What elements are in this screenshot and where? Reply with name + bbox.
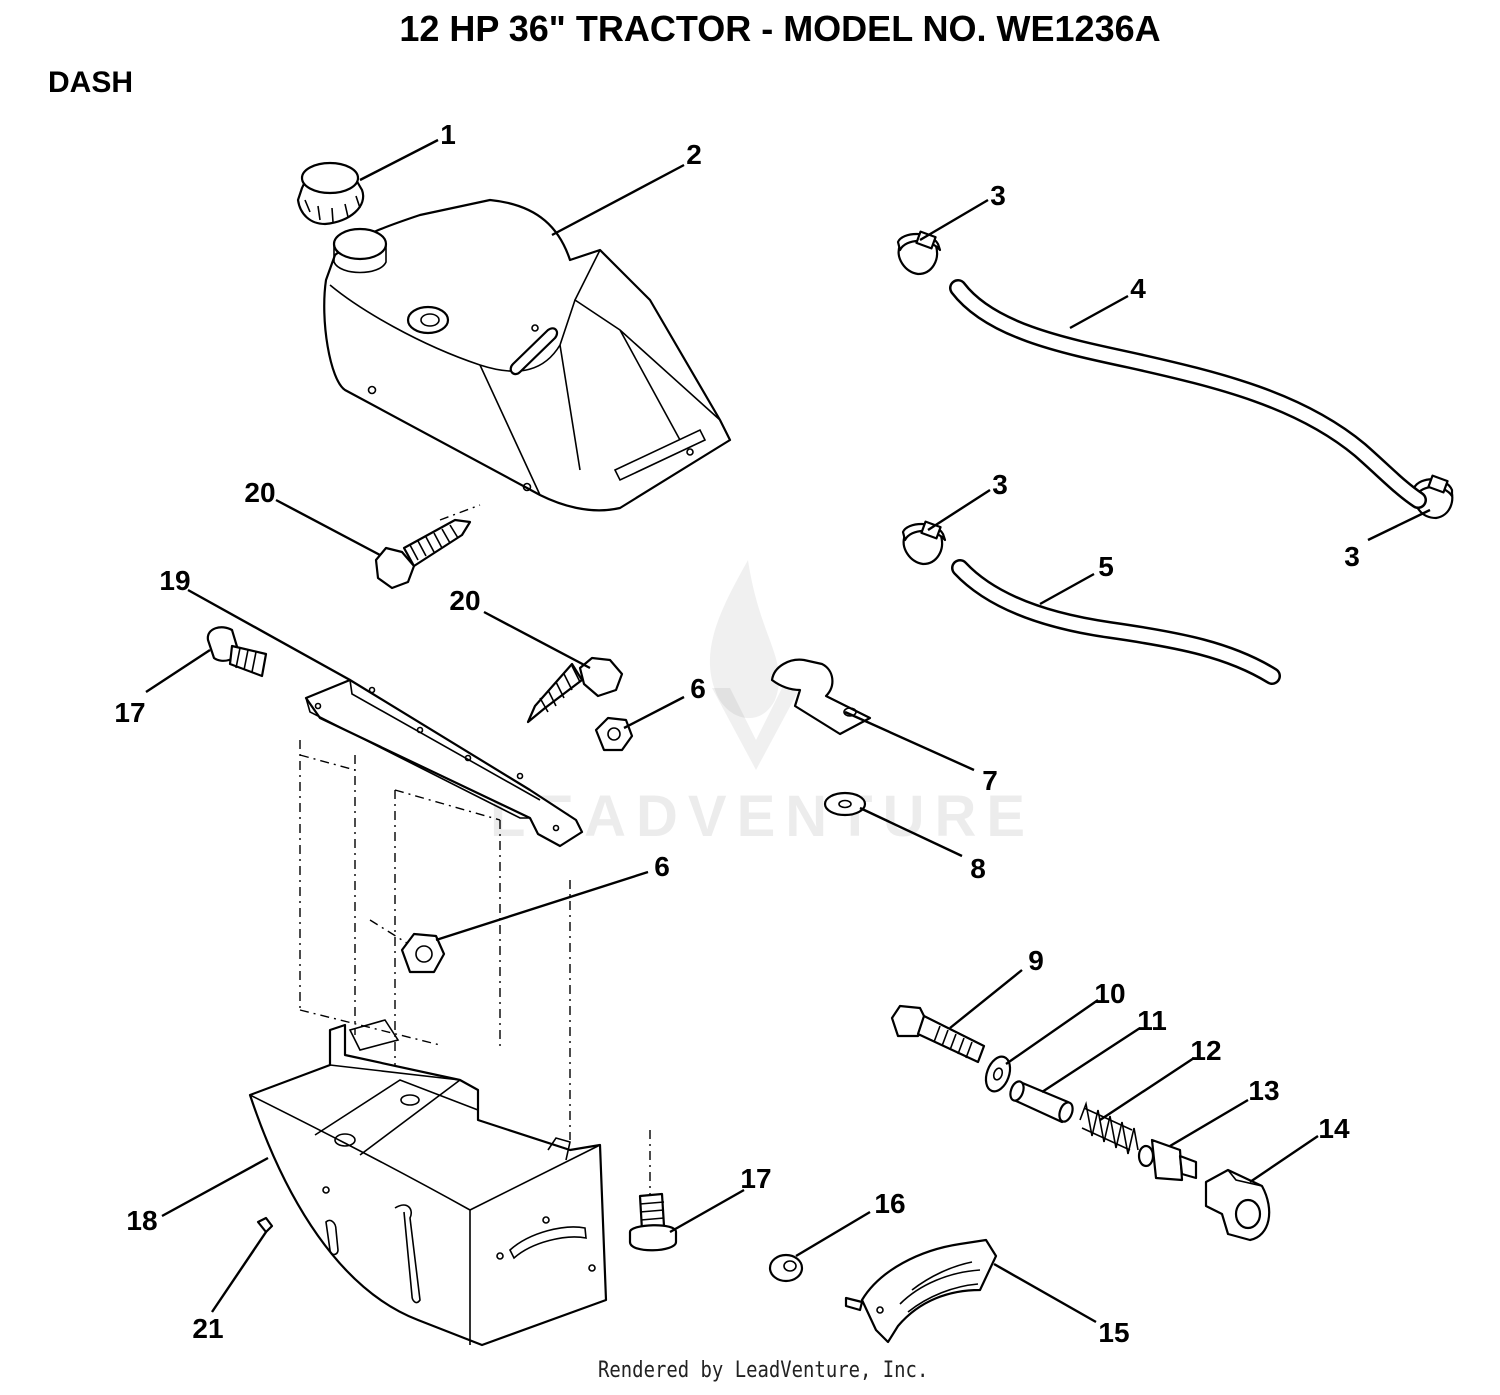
callout-19: 19 xyxy=(159,565,190,596)
callout-14: 14 xyxy=(1318,1113,1350,1144)
fuel-hose-short-part xyxy=(951,559,1281,685)
bolt-part-upper xyxy=(206,626,268,678)
callout-3c: 3 xyxy=(1344,541,1360,572)
hex-nut-part-lower xyxy=(400,932,446,974)
plunger-part xyxy=(1137,1138,1198,1182)
flat-washer-part xyxy=(984,1055,1012,1093)
watermark-text: LEADVENTURE xyxy=(490,784,1035,849)
callout-3a: 3 xyxy=(990,180,1006,211)
callout-9: 9 xyxy=(1028,945,1044,976)
callout-8: 8 xyxy=(970,853,986,884)
diagram-title: 12 HP 36" TRACTOR - MODEL NO. WE1236A xyxy=(399,8,1161,49)
dash-panel-part xyxy=(248,1019,608,1347)
hex-nut-part-upper xyxy=(594,716,634,752)
callout-20a: 20 xyxy=(244,477,275,508)
throttle-quadrant-part xyxy=(844,1238,998,1344)
washer-part xyxy=(823,791,867,817)
callout-6b: 6 xyxy=(654,851,670,882)
section-label: DASH xyxy=(48,66,134,99)
callout-15: 15 xyxy=(1098,1317,1129,1348)
callout-2: 2 xyxy=(686,139,702,170)
flange-nut-part xyxy=(768,1253,804,1283)
assembly-guide-lines xyxy=(299,504,651,1195)
callout-5: 5 xyxy=(1098,551,1114,582)
hose-clamp-part-middle xyxy=(901,520,947,566)
callout-18: 18 xyxy=(126,1205,157,1236)
hose-clip-part xyxy=(770,658,872,736)
bolt-part-lower xyxy=(628,1192,678,1252)
fuel-hose-long-part xyxy=(949,279,1427,509)
callout-10: 10 xyxy=(1094,978,1125,1009)
hose-clamp-part-upper xyxy=(896,230,942,276)
hose-clamp-part-right xyxy=(1412,474,1454,520)
carriage-bolt-part xyxy=(890,1004,986,1064)
callout-labels: 1 2 3 4 3 3 5 20 19 20 17 6 7 8 6 9 10 1… xyxy=(114,119,1359,1348)
compression-spring-part xyxy=(1079,1101,1139,1155)
callout-16: 16 xyxy=(874,1188,905,1219)
callout-12: 12 xyxy=(1190,1035,1221,1066)
small-screw-part xyxy=(256,1216,274,1234)
callout-1: 1 xyxy=(440,119,456,150)
leadventure-watermark: LEADVENTURE xyxy=(490,560,1035,849)
render-credit: Rendered by LeadVenture, Inc. xyxy=(598,1358,929,1383)
leader-lines xyxy=(145,138,1431,1324)
screw-part-upper xyxy=(374,518,472,590)
callout-6a: 6 xyxy=(690,673,706,704)
callout-7: 7 xyxy=(982,765,998,796)
callout-17a: 17 xyxy=(114,697,145,728)
pivot-bracket-part xyxy=(1204,1168,1271,1242)
fuel-tank-part xyxy=(323,198,732,512)
spacer-part xyxy=(1009,1080,1074,1124)
callout-13: 13 xyxy=(1248,1075,1279,1106)
dash-bracket-part xyxy=(304,678,584,848)
fuel-cap-part xyxy=(296,161,365,226)
callout-20b: 20 xyxy=(449,585,480,616)
callout-4: 4 xyxy=(1130,273,1146,304)
callout-21: 21 xyxy=(192,1313,223,1344)
callout-17b: 17 xyxy=(740,1163,771,1194)
screw-part-lower xyxy=(526,656,624,724)
callout-3b: 3 xyxy=(992,469,1008,500)
callout-11: 11 xyxy=(1137,1005,1167,1036)
